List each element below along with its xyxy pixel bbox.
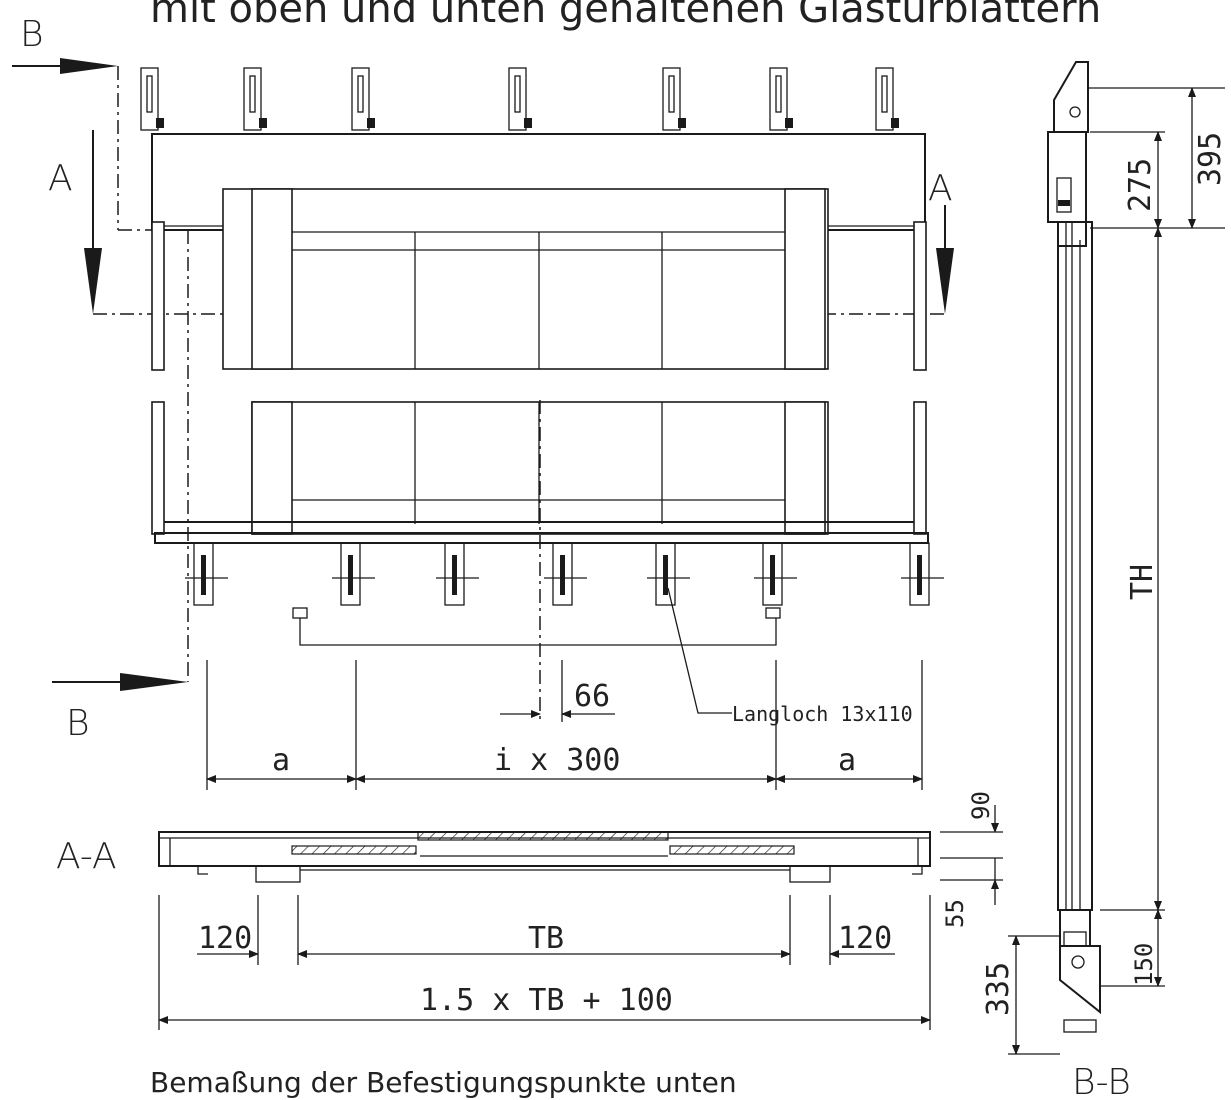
dim-tb: TB [528, 921, 564, 956]
dim-150: 150 [1130, 943, 1158, 986]
dim-offset-66: 66 [574, 679, 610, 714]
dim-left-120: 120 [198, 921, 252, 956]
section-label-b-bottom: B [66, 703, 90, 744]
section-label-aa: A-A [56, 836, 117, 877]
bottom-brackets [185, 542, 944, 646]
drawing-title: mit oben und unten gehaltenen Glastürblä… [150, 0, 1101, 32]
dim-275: 275 [1123, 158, 1158, 212]
drawing-caption: Bemaßung der Befestigungspunkte unten [150, 1066, 737, 1099]
plan-dimensions: a i x 300 a 66 Langloch 13x110 [206, 587, 923, 790]
section-marker-a-right: A [928, 168, 954, 314]
section-label-a-right: A [928, 168, 953, 209]
dim-335: 335 [981, 962, 1016, 1016]
section-label-bb: B-B [1072, 1062, 1131, 1100]
slot-note: Langloch 13x110 [732, 702, 913, 726]
front-view-upper [151, 133, 927, 371]
dim-right-120: 120 [838, 921, 892, 956]
dim-overall: 1.5 x TB + 100 [420, 983, 673, 1018]
front-view-lower [151, 400, 929, 720]
dim-right-a: a [838, 743, 856, 778]
dim-middle-span: i x 300 [494, 743, 620, 778]
section-aa: A-A 90 55 120 TB 120 [56, 791, 1003, 1030]
section-label-a-left: A [48, 158, 73, 199]
dim-395: 395 [1193, 132, 1228, 186]
dim-th: TH [1125, 564, 1160, 600]
dim-90: 90 [967, 791, 995, 820]
section-label-b-top: B [20, 14, 44, 55]
section-marker-b-bottom: B [52, 230, 189, 744]
section-bb: 395 275 TH 150 335 B-B [981, 61, 1228, 1100]
dim-55: 55 [941, 899, 969, 928]
top-brackets [140, 67, 899, 131]
dim-left-a: a [272, 743, 290, 778]
